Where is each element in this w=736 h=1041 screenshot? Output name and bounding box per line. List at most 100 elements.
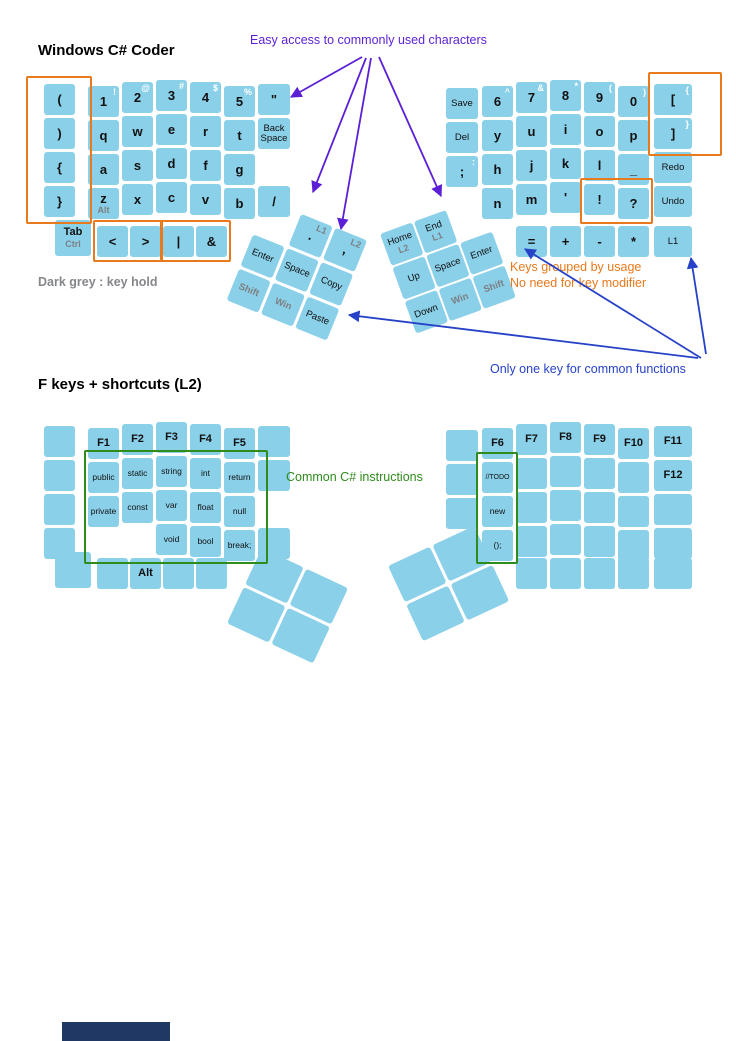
key-todo: //TODO (482, 462, 513, 493)
key-f3: F3 (156, 422, 187, 453)
key-blank (446, 430, 478, 461)
key-label: k (561, 155, 570, 171)
key-symbol: / (258, 186, 290, 217)
key-f8: F8 (550, 422, 581, 453)
key-r: r (190, 116, 221, 147)
key-shift-symbol: ) (643, 87, 646, 97)
key-label: c (167, 189, 176, 205)
key-label: { (56, 159, 63, 175)
key-blank (55, 552, 91, 588)
key-symbol: ( (44, 84, 75, 115)
key-label: private (90, 506, 117, 517)
key-f6: F6 (482, 428, 513, 459)
key-u: u (516, 116, 547, 147)
key-w: w (122, 116, 153, 147)
key-f1: F1 (88, 428, 119, 459)
key-h: h (482, 154, 513, 185)
annotation-no-modifier: No need for key modifier (510, 276, 647, 290)
key-label: x (133, 191, 142, 207)
key-label: Tab (63, 226, 83, 239)
annotation-arrow-purple (311, 57, 367, 194)
key-label: Space (282, 259, 312, 280)
key-v: v (190, 184, 221, 215)
key-f12: F12 (654, 460, 692, 491)
key-symbol: & (196, 226, 227, 257)
footer-bar (62, 1022, 170, 1041)
key-label: F6 (491, 436, 504, 449)
key-blank (516, 558, 547, 589)
key-4: 4$ (190, 82, 221, 113)
key-shift-symbol: & (537, 83, 545, 93)
key-9: 9( (584, 82, 615, 113)
key-label: t (237, 127, 242, 143)
key-label: 2 (133, 89, 142, 105)
key-label: Enter (469, 243, 495, 262)
key-label: y (493, 127, 502, 143)
annotation-keys-grouped: Keys grouped by usage (510, 260, 642, 274)
key-label: q (99, 127, 108, 143)
key-f2: F2 (122, 424, 153, 455)
key-blank (618, 530, 649, 561)
key-label: , (340, 241, 350, 258)
key-label: Copy (318, 274, 344, 293)
key-q: q (88, 120, 119, 151)
key-new: new (482, 496, 513, 527)
key-6: 6^ (482, 86, 513, 117)
annotation-only-one-key: Only one key for common functions (490, 362, 686, 376)
key-f7: F7 (516, 424, 547, 455)
key-label: * (630, 233, 637, 249)
f-layer-title: F keys + shortcuts (L2) (38, 376, 202, 393)
key-label: . (306, 228, 316, 244)
key-label: ( (57, 91, 62, 107)
key-label: a (99, 161, 108, 177)
key-symbol: [{ (654, 84, 692, 115)
key-del: Del (446, 122, 478, 153)
key-shift-symbol: % (243, 87, 252, 97)
key-label: void (163, 534, 180, 545)
key-label: Del (454, 131, 470, 143)
key-blank (446, 498, 478, 529)
key-blank (44, 426, 75, 457)
key-n: n (482, 188, 513, 219)
key-label: s (133, 157, 142, 173)
key-save: Save (446, 88, 478, 119)
key-label: f (203, 157, 208, 173)
key-blank (654, 558, 692, 589)
key-hold-label: L1 (430, 229, 444, 243)
key-label: public (92, 472, 115, 483)
key-5: 5% (224, 86, 255, 117)
key-hold-label: L2 (396, 242, 411, 256)
key-shift-symbol: $ (212, 83, 218, 93)
key-label: r (202, 123, 209, 139)
key-label: h (493, 161, 502, 177)
key-label: var (165, 500, 178, 511)
key-shift-symbol: @ (141, 83, 150, 93)
key-p: p (618, 120, 649, 151)
key-label: [ (670, 91, 676, 107)
key-blank (550, 490, 581, 521)
key-void: void (156, 524, 187, 555)
key-undo: Undo (654, 186, 692, 217)
key-f11: F11 (654, 426, 692, 457)
key-label: bool (197, 536, 214, 547)
key-label: u (527, 123, 536, 139)
annotation-arrow-blue (686, 256, 707, 355)
key-label: Undo (661, 195, 685, 207)
key-label: Win (273, 295, 294, 313)
key-label: F7 (525, 432, 538, 445)
key-label: " (270, 91, 278, 107)
key-k: k (550, 148, 581, 179)
key-m: m (516, 184, 547, 215)
annotation-arrow-purple (289, 56, 363, 98)
key-f: f (190, 150, 221, 181)
key-blank (516, 458, 547, 489)
key-1: 1! (88, 86, 119, 117)
key-g: g (224, 154, 255, 185)
key-label: ) (57, 125, 62, 141)
key-label: o (595, 123, 604, 139)
key-label: F10 (624, 436, 643, 449)
key-label: break; (227, 540, 252, 551)
key-hold-label: L1 (314, 223, 329, 237)
key-blank (97, 558, 128, 589)
